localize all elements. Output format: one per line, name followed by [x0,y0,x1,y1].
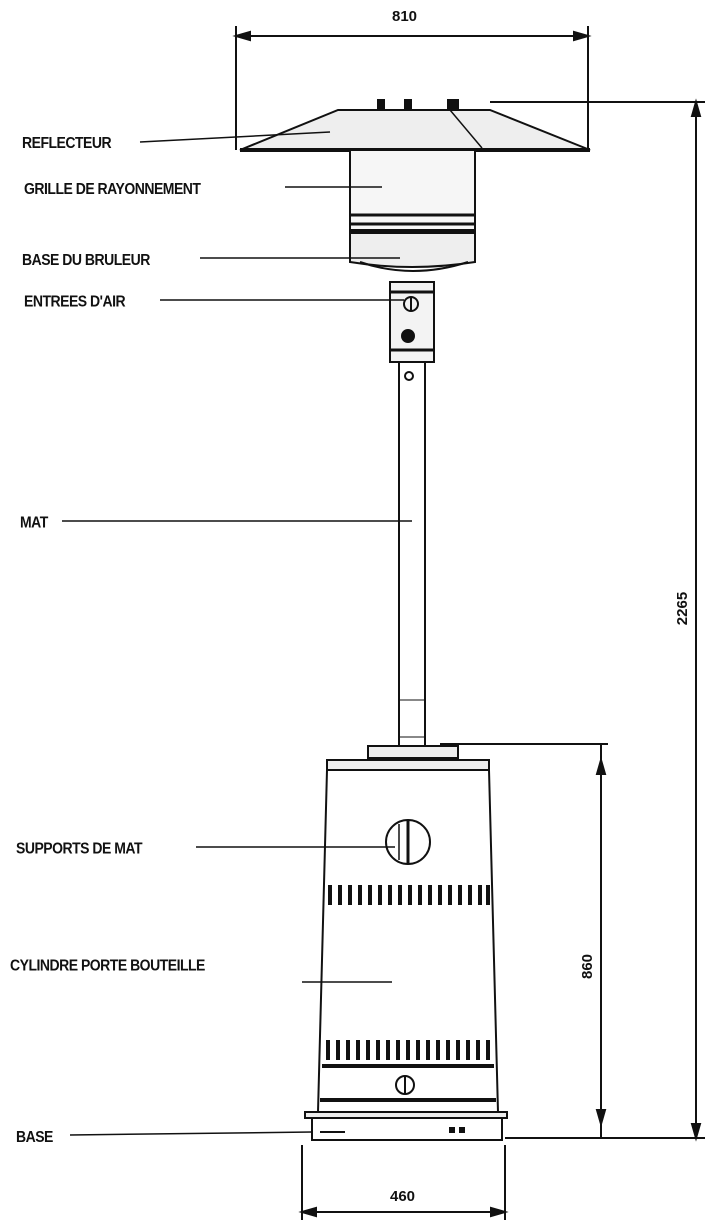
label-cylindre-porte-bouteille: CYLINDRE PORTE BOUTEILLE [10,955,205,975]
dimension-cylinder-height: 860 [579,953,597,980]
dimension-base-width: 460 [390,1188,416,1205]
dimension-line-top-width [232,26,592,150]
leader-lines [62,131,412,1136]
dimension-top-width: 810 [392,8,418,25]
dimension-line-cylinder-height [440,743,608,1138]
dimension-line-total-height [490,98,705,1142]
label-mat: MAT [20,512,48,532]
burner-base-shape [349,229,476,272]
label-grille-de-rayonnement: GRILLE DE RAYONNEMENT [24,178,201,198]
label-supports-de-mat: SUPPORTS DE MAT [16,838,143,858]
label-entrees-d-air: ENTREES D'AIR [24,291,126,311]
reflector-shape [239,99,591,152]
bottle-cylinder-shape [302,745,500,1113]
label-reflecteur: REFLECTEUR [22,132,112,152]
air-intake-shape [389,281,435,363]
dimension-total-height: 2265 [674,591,692,626]
base-shape [304,1111,508,1141]
radiant-grille-shape [349,149,476,231]
dimension-line-base-width [298,1145,509,1220]
label-base: BASE [16,1126,53,1146]
label-base-du-bruleur: BASE DU BRULEUR [22,249,150,269]
mast-shape [398,362,426,748]
